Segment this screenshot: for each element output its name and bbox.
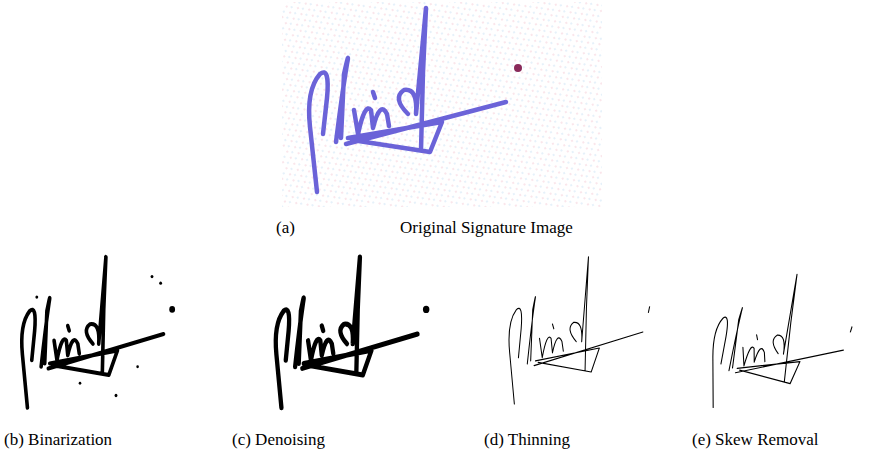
original-signature: [282, 2, 602, 207]
binarized-signature: [22, 257, 175, 408]
subfigure-caption: (c) Denoising: [232, 430, 325, 450]
subfigure-caption: (e) Skew Removal: [692, 430, 819, 450]
subfigure-caption: (d) Thinning: [484, 430, 570, 450]
subfigure-tag: (a): [276, 218, 295, 238]
thinned-signature: [509, 257, 650, 404]
deskewed-signature: [708, 268, 856, 419]
subfigure-caption: Original Signature Image: [400, 218, 573, 238]
subfigure-caption: (b) Binarization: [4, 430, 112, 450]
denoised-signature: [276, 257, 430, 408]
